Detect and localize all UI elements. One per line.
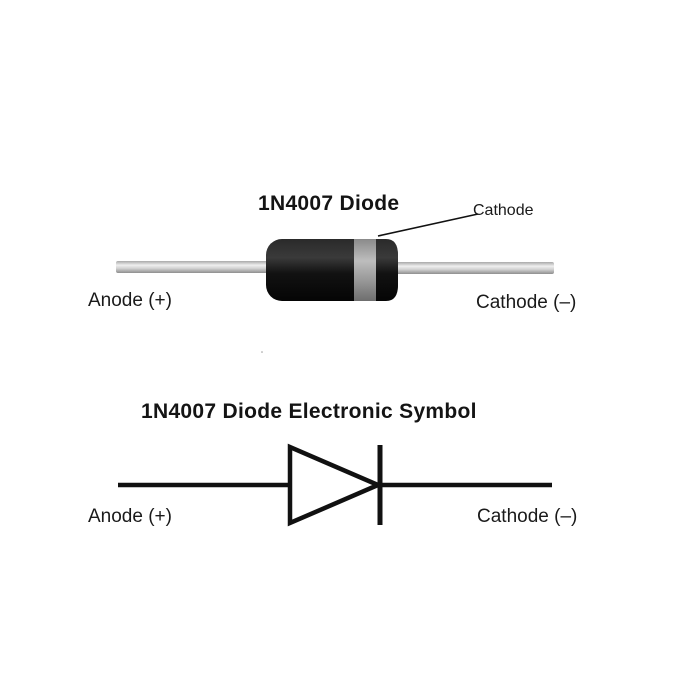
symbol-anode-label: Anode (+) [88, 506, 172, 527]
diode-component-illustration: 1N4007 Diode Cathode Anode (+) Cathode (… [88, 192, 576, 313]
component-cathode-label: Cathode (–) [476, 292, 576, 313]
symbol-cathode-label: Cathode (–) [477, 506, 577, 527]
cathode-callout-line [377, 213, 479, 237]
symbol-triangle [287, 443, 384, 527]
diode-body-end-cap [376, 239, 398, 301]
diode-schematic-symbol: 1N4007 Diode Electronic Symbol Anode (+)… [88, 400, 577, 527]
component-title: 1N4007 Diode [258, 192, 399, 215]
symbol-title: 1N4007 Diode Electronic Symbol [141, 400, 477, 423]
cathode-lead-wire [390, 262, 554, 274]
speck-mark [261, 351, 263, 353]
cathode-callout-label: Cathode [473, 202, 534, 219]
anode-lead-wire [116, 261, 276, 273]
component-anode-label: Anode (+) [88, 290, 172, 311]
cathode-band [354, 239, 376, 301]
